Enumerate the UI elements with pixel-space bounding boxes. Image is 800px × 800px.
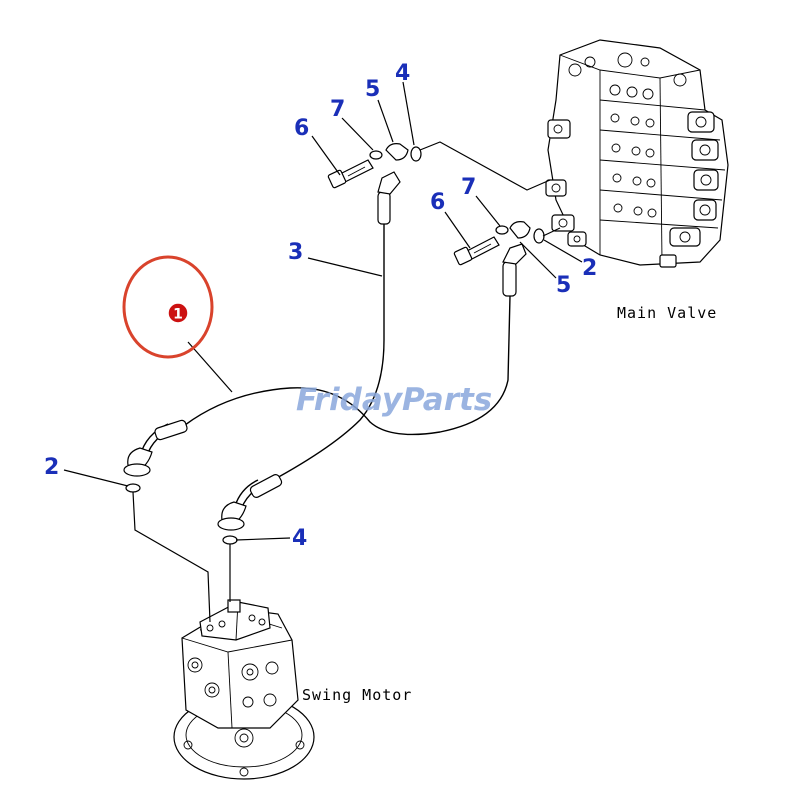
highlight-circle [122,255,214,359]
swing-motor-caption: Swing Motor [302,686,412,704]
callout-7-upper: 7 [330,97,345,122]
o-ring-swing-left [125,483,141,493]
lower-fitting-parts [453,221,545,266]
callout-1: 1 [173,307,183,323]
callout-6-upper: 6 [294,116,309,141]
watermark-logo: FridayParts [296,382,492,418]
callout-4-motor: 4 [292,526,307,551]
main-valve-drawing [545,39,729,268]
o-ring-swing-right [222,535,238,545]
callout-2-motor: 2 [44,455,59,480]
callout-7-lower: 7 [461,175,476,200]
leader-lines [63,81,583,541]
callout-3: 3 [288,240,303,265]
callout-badge-1 [167,302,189,324]
callout-5-upper: 5 [365,77,380,102]
assembly-lines [132,141,561,623]
callout-6-lower: 6 [430,190,445,215]
callout-5-lower: 5 [556,273,571,298]
hose-3 [217,171,401,531]
callout-2-valve: 2 [582,256,597,281]
callout-4-upper: 4 [395,61,410,86]
swing-motor-drawing [173,599,315,780]
upper-fitting-parts [327,143,422,189]
main-valve-caption: Main Valve [617,304,717,322]
hose-1 [123,243,527,477]
